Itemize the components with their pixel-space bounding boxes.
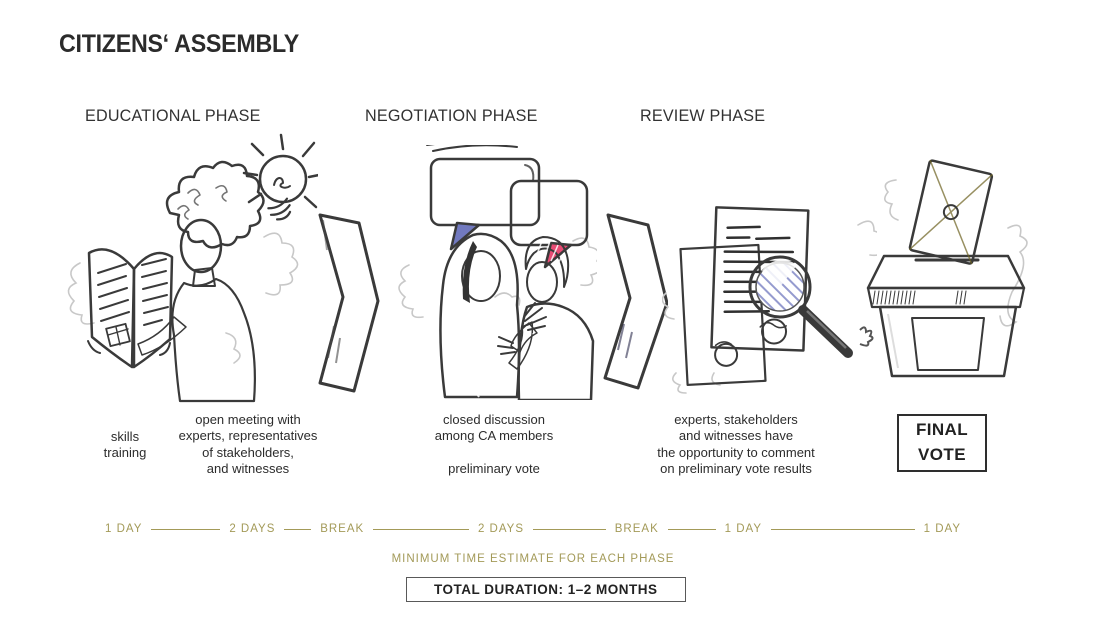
chevron-right-blue-icon xyxy=(603,213,668,390)
timeline-line xyxy=(533,528,606,530)
person-reading xyxy=(137,160,265,403)
total-duration-box: TOTAL DURATION: 1–2 MONTHS xyxy=(406,577,686,602)
note-skills-training: skills training xyxy=(103,429,147,461)
timeline-segment: 2 DAYS xyxy=(477,523,524,535)
timeline-caption: MINIMUM TIME ESTIMATE FOR EACH PHASE xyxy=(391,553,675,565)
timeline-line xyxy=(771,528,915,530)
timeline-segment: 1 DAY xyxy=(724,523,763,535)
phase-label-negotiation: NEGOTIATION PHASE xyxy=(365,106,538,125)
timeline-line xyxy=(373,528,469,530)
note-closed-discussion: closed discussion among CA members preli… xyxy=(434,412,554,476)
timeline-segment: 1 DAY xyxy=(923,523,962,535)
envelope-icon xyxy=(908,159,994,265)
open-book-icon xyxy=(87,248,174,369)
timeline-segment: BREAK xyxy=(614,523,659,535)
ballot-illustration xyxy=(859,159,1028,378)
note-review-comment: experts, stakeholders and witnesses have… xyxy=(657,412,815,476)
review-illustration xyxy=(662,206,877,394)
negotiation-illustration xyxy=(398,145,597,400)
phase-label-educational: EDUCATIONAL PHASE xyxy=(85,106,261,125)
note-open-meeting: open meeting with experts, representativ… xyxy=(178,412,318,476)
timeline-line xyxy=(284,528,312,530)
timeline-segment: BREAK xyxy=(320,523,365,535)
chevron-right-green-icon xyxy=(318,213,380,393)
timeline-segment: 1 DAY xyxy=(105,523,143,535)
document-back xyxy=(679,243,767,386)
magnifying-glass-icon xyxy=(748,255,853,358)
phase-label-review: REVIEW PHASE xyxy=(640,106,766,125)
educational-illustration xyxy=(67,133,318,403)
lightbulb-icon xyxy=(242,133,318,221)
timeline: 1 DAY 2 DAYS BREAK 2 DAYS BREAK 1 DAY 1 … xyxy=(105,521,961,537)
ballot-box-icon xyxy=(866,159,1026,378)
final-vote-box: FINAL VOTE xyxy=(897,414,987,472)
person-right xyxy=(497,236,595,400)
page-title: CITIZENS‘ ASSEMBLY xyxy=(59,30,300,58)
timeline-line xyxy=(667,528,716,530)
timeline-line xyxy=(151,528,221,530)
timeline-segment: 2 DAYS xyxy=(229,523,276,535)
